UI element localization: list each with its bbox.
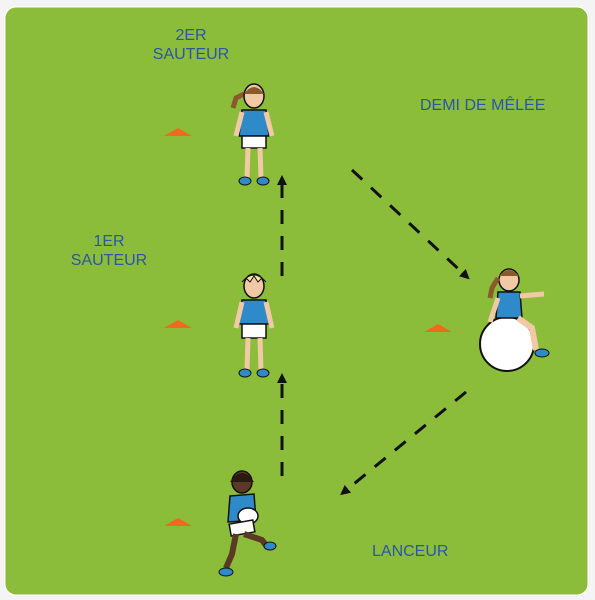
label-scrum-half: DEMI DE MÊLÉE bbox=[420, 97, 546, 114]
label-second-jumper-line2: SAUTEUR bbox=[152, 46, 230, 63]
label-second-jumper: 2ER SAUTEUR bbox=[136, 26, 246, 64]
label-first-jumper-line2: SAUTEUR bbox=[70, 252, 148, 269]
grass-area bbox=[4, 6, 589, 596]
player-first-jumper bbox=[233, 273, 275, 378]
cone-top bbox=[164, 128, 192, 136]
cone-right bbox=[424, 324, 452, 332]
field-drawing bbox=[4, 6, 589, 596]
player-second-jumper bbox=[230, 83, 275, 186]
arrow-scrum-half-to-thrower bbox=[340, 390, 467, 496]
player-scrum-half bbox=[479, 268, 550, 372]
label-first-jumper-line1: 1ER bbox=[93, 233, 125, 250]
cone-bottom bbox=[164, 518, 192, 526]
rugby-field: 2ER SAUTEUR 1ER SAUTEUR DEMI DE MÊLÉE LA… bbox=[4, 6, 589, 596]
cone-middle bbox=[164, 320, 192, 328]
label-thrower: LANCEUR bbox=[372, 543, 449, 560]
player-thrower bbox=[218, 470, 277, 577]
label-first-jumper: 1ER SAUTEUR bbox=[54, 232, 164, 270]
label-second-jumper-line1: 2ER bbox=[175, 27, 207, 44]
